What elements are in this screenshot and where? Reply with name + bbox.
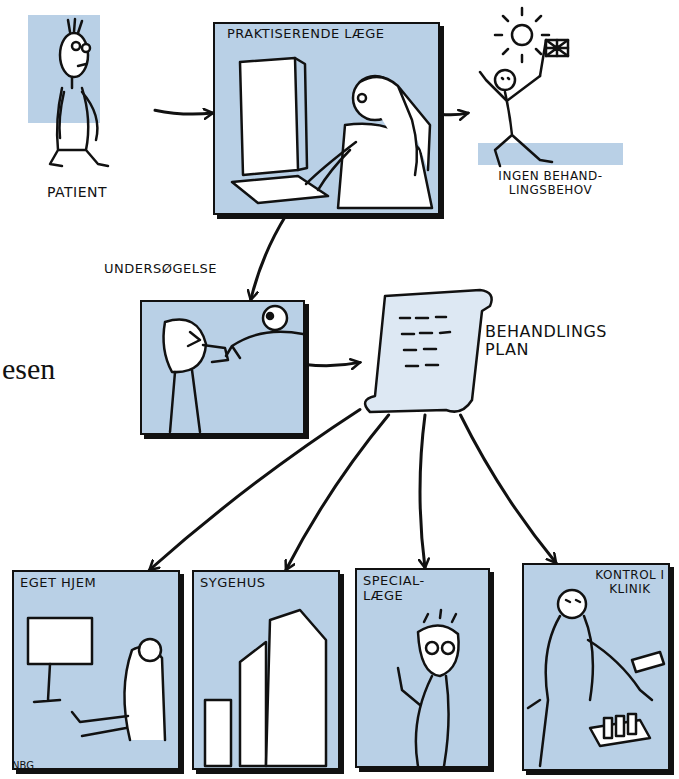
flow-arrow <box>149 410 360 571</box>
happy-figure <box>540 40 546 76</box>
happy-figure <box>502 78 509 79</box>
node-label: KONTROL I KLINIK <box>594 569 666 597</box>
node-label: INGEN BEHAND- LINGSBEHOV <box>488 170 613 198</box>
signature: NBG <box>12 760 34 771</box>
patient-figure <box>28 15 100 123</box>
scene-panel: PRAKTISERENDE LÆGE <box>213 22 440 215</box>
node-label: BEHANDLINGS PLAN <box>485 323 625 360</box>
treatment-plan-scroll <box>400 317 450 366</box>
happy-figure <box>478 143 623 165</box>
happy-figure <box>478 8 623 166</box>
node-label: SYGEHUS <box>200 576 330 591</box>
scene-panel: SPECIAL- LÆGE <box>355 568 490 768</box>
happy-figure <box>495 8 549 62</box>
flow-arrow <box>286 415 389 570</box>
patient-figure <box>50 88 108 166</box>
node-label: EGET HJEM <box>20 576 170 591</box>
patient-figure <box>60 33 88 77</box>
flow-arrow <box>155 110 213 114</box>
scene-panel: KONTROL I KLINIK <box>522 563 670 771</box>
patient-figure <box>71 77 74 88</box>
happy-figure <box>512 25 532 45</box>
node-label: UNDERSØGELSE <box>104 262 274 277</box>
flow-arrow <box>440 113 468 115</box>
scene-panel: EGET HJEM <box>12 570 180 770</box>
treatment-plan-scroll <box>365 290 492 412</box>
patient-figure <box>28 15 108 166</box>
happy-figure <box>495 70 515 90</box>
scene-panel: SYGEHUS <box>192 570 340 770</box>
treatment-plan-scroll <box>365 290 492 412</box>
patient-figure <box>68 19 82 33</box>
cut-off-text: esen <box>2 352 55 386</box>
scene-panel: UNDERSØGELSE <box>140 300 305 435</box>
happy-figure <box>495 92 552 166</box>
patient-figure <box>72 42 80 50</box>
patient-figure <box>82 44 90 52</box>
scene-node: INGEN BEHAND- LINGSBEHOV <box>468 10 633 210</box>
scene-node: BEHANDLINGS PLAN <box>360 285 625 415</box>
happy-figure <box>546 40 568 56</box>
scene-node: PATIENT <box>25 12 155 202</box>
patient-figure <box>82 92 97 140</box>
flow-arrow <box>305 362 360 365</box>
node-label: PRAKTISERENDE LÆGE <box>227 27 437 42</box>
flow-arrow <box>420 415 425 568</box>
happy-figure <box>546 40 568 56</box>
flow-arrow <box>461 415 557 563</box>
node-label: SPECIAL- LÆGE <box>363 574 448 604</box>
patient-figure <box>78 64 86 66</box>
node-label: PATIENT <box>47 184 157 200</box>
patient-figure <box>60 92 65 138</box>
happy-figure <box>480 72 540 100</box>
flow-arrow <box>251 215 287 300</box>
